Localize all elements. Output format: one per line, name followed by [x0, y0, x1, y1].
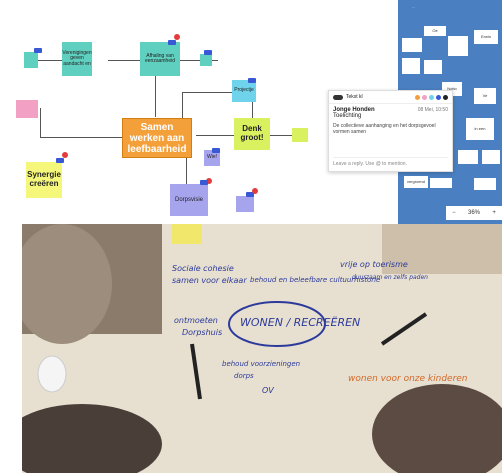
comment-icon[interactable]	[34, 48, 42, 53]
card[interactable]	[402, 38, 422, 52]
note-projectje[interactable]: Projectje	[232, 80, 256, 102]
note-pink[interactable]	[16, 100, 38, 118]
note-dorpsvisie[interactable]: Dorpsvisie	[170, 184, 208, 216]
note-verenigingen[interactable]: Verenigingen geven aandacht en	[62, 42, 92, 76]
comment-body: De collectieve aanhanging en het dorpsge…	[333, 123, 436, 135]
connector-line	[196, 135, 234, 136]
connector-line	[270, 135, 292, 136]
connector-line	[182, 92, 183, 120]
phrase: duurzaam en zelfs paden	[352, 274, 428, 281]
card[interactable]: vergroend	[404, 176, 428, 188]
comment-author: Jonge Honden	[333, 107, 375, 113]
connector-line	[155, 42, 156, 117]
card[interactable]: Erwin	[474, 30, 498, 44]
zoom-in-button[interactable]: +	[492, 210, 496, 216]
card[interactable]: Oe	[424, 26, 446, 36]
connector-line	[108, 60, 140, 61]
reply-input[interactable]: Leave a reply. Use @ to mention.	[333, 157, 448, 167]
center-label: WONEN / RECREËREN	[240, 316, 361, 329]
phrase: dorps	[234, 372, 254, 380]
phrase: Dorpshuis	[182, 328, 223, 337]
connector-line	[186, 150, 187, 185]
phrase: samen voor elkaar	[172, 276, 247, 285]
zoom-out-button[interactable]: −	[452, 210, 456, 216]
card[interactable]: Ve	[474, 88, 496, 104]
connector-line	[252, 100, 253, 118]
connector-line	[182, 92, 232, 93]
color-swatch[interactable]	[422, 94, 427, 100]
color-swatch[interactable]	[443, 94, 448, 100]
comment-time: 08 Mei, 10:50	[417, 107, 448, 113]
comment-icon[interactable]	[212, 148, 220, 153]
card[interactable]	[424, 60, 442, 74]
zoom-level: 36%	[467, 210, 480, 216]
phrase: Sociale cohesie	[172, 264, 234, 273]
comment-icon[interactable]	[248, 78, 256, 83]
comment-icon[interactable]	[168, 40, 176, 45]
color-swatch[interactable]	[415, 94, 420, 100]
card[interactable]	[448, 36, 468, 56]
card[interactable]	[402, 58, 420, 74]
note-lime-small[interactable]	[292, 128, 308, 142]
phrase: wonen voor onze kinderen	[348, 374, 468, 384]
color-swatch[interactable]	[429, 94, 434, 100]
note-wie[interactable]: Wie!	[204, 150, 220, 166]
note-left-teal[interactable]	[24, 52, 38, 68]
comment-subtitle: Toelichting	[333, 113, 362, 119]
color-swatch[interactable]	[436, 94, 441, 100]
phrase: behoud en beleefbare cultuurhistorie	[250, 276, 381, 284]
avatar-badge	[206, 178, 212, 184]
photo-scene	[22, 224, 502, 473]
connector-line	[38, 60, 84, 61]
note-purple-small[interactable]	[236, 196, 254, 212]
card[interactable]	[458, 150, 478, 164]
note-small-teal[interactable]	[200, 54, 212, 66]
workshop-photo: WONEN / RECREËREN Sociale cohesie samen …	[22, 224, 502, 473]
card[interactable]	[430, 178, 452, 188]
phrase: behoud voorzieningen	[222, 360, 301, 368]
comment-panel: Tekst kl Jonge Honden 08 Mei, 10:50 Toel…	[328, 90, 453, 172]
connector-line	[40, 108, 41, 138]
side-board-header: ...	[412, 4, 416, 9]
note-synergie[interactable]: Synergie creëren	[26, 162, 62, 198]
toggle-switch[interactable]	[333, 94, 343, 100]
note-afhaling[interactable]: Afhaling van eenzaamheid	[140, 42, 180, 76]
zoom-control: − 36% +	[446, 206, 502, 220]
comment-icon[interactable]	[200, 180, 208, 185]
avatar-badge	[252, 188, 258, 194]
phrase: OV	[262, 386, 274, 395]
card[interactable]	[482, 150, 500, 164]
card[interactable]: in een	[466, 118, 494, 140]
comment-icon[interactable]	[56, 158, 64, 163]
toolbar-label: Tekst kl	[346, 94, 363, 100]
avatar-badge	[62, 152, 68, 158]
comment-icon[interactable]	[204, 50, 212, 55]
card[interactable]	[474, 178, 496, 190]
avatar-badge	[174, 34, 180, 40]
note-central[interactable]: Samen werken aan leefbaarheid	[122, 118, 192, 158]
connector-line	[180, 60, 218, 61]
color-picker[interactable]	[415, 94, 448, 100]
comment-icon[interactable]	[246, 192, 254, 197]
phrase: vrije op toerisme	[340, 260, 408, 269]
connector-line	[40, 137, 130, 138]
note-denk-groot[interactable]: Denk groot!	[234, 118, 270, 150]
phrase: ontmoeten	[174, 316, 218, 325]
